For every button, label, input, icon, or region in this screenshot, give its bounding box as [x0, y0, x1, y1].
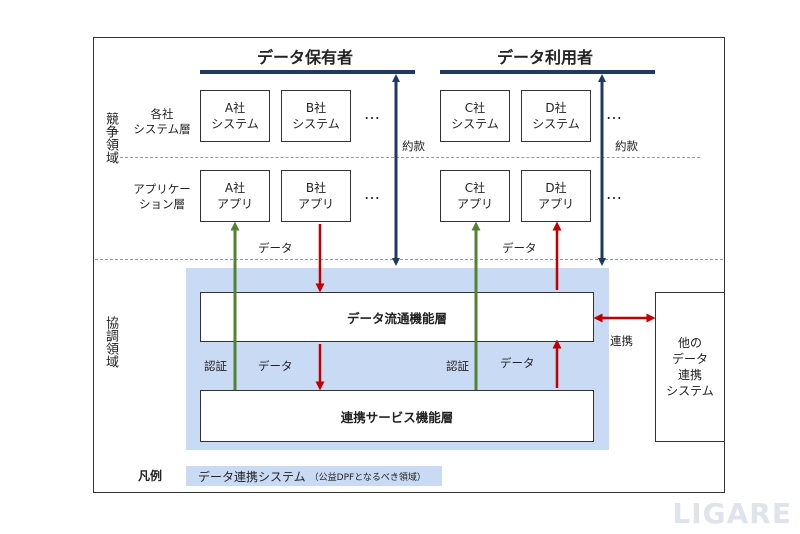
app-box-a: A社 アプリ: [200, 170, 270, 222]
terms-label-users: 約款: [615, 139, 638, 153]
system-ellipsis-users: …: [606, 104, 623, 123]
system-box-c: C社 システム: [440, 90, 510, 142]
divider-domains: [95, 259, 723, 260]
system-box-b: B社 システム: [281, 90, 351, 142]
legend-item-note: （公益DPFとなるべき領域）: [309, 472, 426, 483]
other-data-link-system-box: 他の データ 連携 システム: [655, 292, 725, 442]
system-box-d: D社 システム: [521, 90, 591, 142]
app-box-c: C社 アプリ: [440, 170, 510, 222]
legend-swatch: データ連携システム （公益DPFとなるべき領域）: [186, 466, 442, 486]
layer-label-app: アプリケー ション層: [133, 182, 191, 211]
layer-label-system: 各社 システム層: [133, 107, 191, 136]
terms-label-holders: 約款: [402, 139, 425, 153]
legend-item-label: データ連携システム: [198, 469, 306, 484]
legend-title: 凡例: [138, 469, 163, 483]
app-ellipsis-users: …: [606, 184, 623, 203]
data-label-upper-users: データ: [502, 241, 537, 255]
app-ellipsis-holders: …: [364, 184, 381, 203]
diagram-frame: [93, 37, 725, 493]
domain-label-competitive: 競争領域: [103, 112, 118, 164]
app-box-d: D社 アプリ: [521, 170, 591, 222]
data-label-lower-users: データ: [500, 356, 535, 370]
link-service-layer-box: 連携サービス機能層: [200, 390, 594, 442]
domain-label-cooperative: 協調領域: [103, 316, 118, 368]
system-box-a: A社 システム: [200, 90, 270, 142]
heading-data-holders: データ保有者: [256, 48, 353, 67]
heading-bar-holders: [200, 70, 415, 74]
data-flow-layer-box: データ流通機能層: [200, 292, 594, 342]
divider-layers: [120, 157, 700, 158]
data-label-lower-holders: データ: [258, 359, 293, 373]
app-box-b: B社 アプリ: [281, 170, 351, 222]
system-ellipsis-holders: …: [364, 104, 381, 123]
watermark-logo: LIGARE: [672, 497, 792, 530]
data-label-upper-holders: データ: [258, 241, 293, 255]
heading-bar-users: [440, 70, 655, 74]
auth-label-users: 認証: [446, 359, 469, 373]
heading-data-users: データ利用者: [496, 48, 593, 67]
link-label: 連携: [610, 334, 633, 348]
auth-label-holders: 認証: [204, 359, 227, 373]
